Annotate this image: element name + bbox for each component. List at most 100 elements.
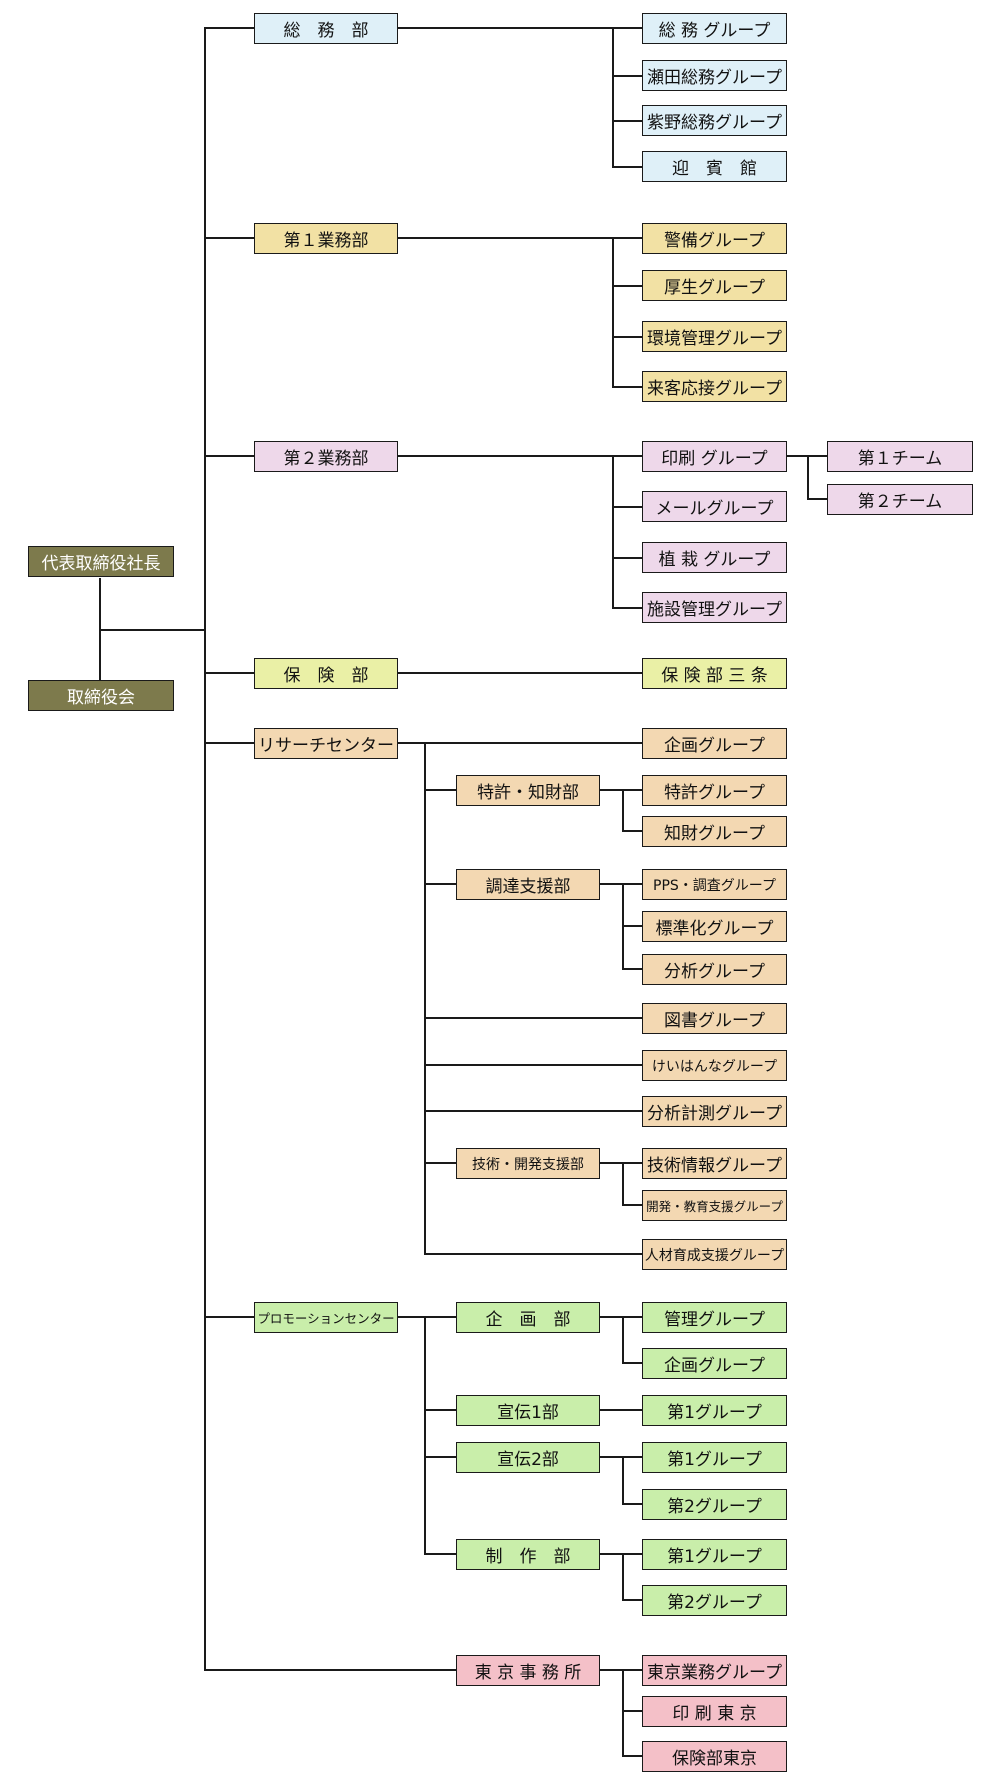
connector	[424, 1409, 456, 1411]
connector	[622, 1599, 642, 1601]
group-pps-chosa: PPS・調査グループ	[642, 869, 787, 900]
dept-gyomu1: 第１業務部	[254, 223, 398, 254]
connector	[398, 672, 642, 674]
connector	[600, 1316, 642, 1318]
dept-gyomu2: 第２業務部	[254, 441, 398, 472]
connector	[424, 1017, 642, 1019]
group-kanri: 管理グループ	[642, 1302, 787, 1333]
connector	[398, 1316, 456, 1318]
connector	[204, 455, 254, 457]
group-insatsu: 印刷 グループ	[642, 441, 787, 472]
connector	[600, 1553, 642, 1555]
dept-research-center: リサーチセンター	[254, 728, 398, 759]
group-hoken-sanjo: 保 険 部 三 条	[642, 658, 787, 689]
dept-seisaku: 制 作 部	[456, 1539, 600, 1570]
connector	[622, 789, 624, 832]
group-mail: メールグループ	[642, 491, 787, 522]
connector	[600, 1456, 642, 1458]
dept-tokkyo-chizai: 特許・知財部	[456, 775, 600, 806]
connector	[622, 1669, 624, 1756]
connector	[612, 557, 642, 559]
connector	[424, 1316, 426, 1554]
connector	[612, 607, 642, 609]
team-2: 第２チーム	[827, 484, 973, 515]
connector	[807, 498, 827, 500]
connector	[398, 237, 642, 239]
connector	[612, 285, 642, 287]
connector	[600, 789, 642, 791]
group-jinzai-ikusei: 人材育成支援グループ	[642, 1239, 787, 1270]
connector	[424, 1456, 456, 1458]
connector	[600, 1669, 642, 1671]
connector	[424, 789, 456, 791]
group-kaihatsu-kyoiku: 開発・教育支援グループ	[642, 1190, 787, 1221]
connector	[622, 1710, 642, 1712]
connector	[204, 1669, 456, 1671]
dept-senden1: 宣伝1部	[456, 1395, 600, 1426]
group-senden2-1: 第1グループ	[642, 1442, 787, 1473]
group-tosho: 図書グループ	[642, 1003, 787, 1034]
connector	[622, 1204, 642, 1206]
connector	[622, 1503, 642, 1505]
connector	[204, 237, 254, 239]
dept-tokyo-office: 東 京 事 務 所	[456, 1655, 600, 1686]
connector	[622, 1553, 624, 1600]
connector	[99, 629, 206, 631]
group-seta-soumu: 瀬田総務グループ	[642, 60, 787, 91]
dept-hoken: 保 険 部	[254, 658, 398, 689]
connector	[424, 1553, 456, 1555]
dept-promotion-center: プロモーションセンター	[254, 1302, 398, 1333]
connector	[398, 742, 642, 744]
connector	[622, 925, 642, 927]
connector	[204, 672, 254, 674]
group-gijutsu-joho: 技術情報グループ	[642, 1148, 787, 1179]
group-seisaku-1: 第1グループ	[642, 1539, 787, 1570]
connector	[612, 75, 642, 77]
group-senden1-1: 第1グループ	[642, 1395, 787, 1426]
connector	[600, 883, 642, 885]
group-raikyaku-oset: 来客応接グループ	[642, 371, 787, 402]
group-soumu: 総 務 グループ	[642, 13, 787, 44]
connector	[622, 1755, 642, 1757]
dept-soumu: 総 務 部	[254, 13, 398, 44]
connector	[424, 1110, 642, 1112]
dept-promo-kikaku: 企 画 部	[456, 1302, 600, 1333]
connector	[398, 455, 642, 457]
group-seisaku-2: 第2グループ	[642, 1585, 787, 1616]
connector	[424, 883, 456, 885]
group-keibi: 警備グループ	[642, 223, 787, 254]
group-bunseki-keisoku: 分析計測グループ	[642, 1096, 787, 1127]
connector	[612, 166, 642, 168]
connector	[622, 830, 642, 832]
dept-senden2: 宣伝2部	[456, 1442, 600, 1473]
group-bunseki: 分析グループ	[642, 954, 787, 985]
group-shisetsu-kanri: 施設管理グループ	[642, 592, 787, 623]
connector	[204, 1316, 254, 1318]
dept-chotatsu-shien: 調達支援部	[456, 869, 600, 900]
group-keihanna: けいはんなグループ	[642, 1050, 787, 1081]
connector	[612, 237, 614, 387]
connector	[424, 1162, 456, 1164]
president-box: 代表取締役社長	[28, 546, 174, 577]
group-chizai: 知財グループ	[642, 816, 787, 847]
connector	[204, 742, 254, 744]
connector	[424, 1064, 642, 1066]
connector	[424, 742, 426, 1254]
dept-gijutsu-kaihatsu: 技術・開発支援部	[456, 1148, 600, 1179]
board-box: 取締役会	[28, 680, 174, 711]
connector	[600, 1409, 642, 1411]
group-promo-kikaku: 企画グループ	[642, 1348, 787, 1379]
connector	[612, 336, 642, 338]
group-tokkyo: 特許グループ	[642, 775, 787, 806]
connector	[622, 968, 642, 970]
connector	[424, 1253, 642, 1255]
group-tokyo-gyomu: 東京業務グループ	[642, 1655, 787, 1686]
connector	[612, 455, 614, 608]
connector	[612, 506, 642, 508]
group-geihinkan: 迎 賓 館	[642, 151, 787, 182]
connector	[398, 27, 642, 29]
group-research-kikaku: 企画グループ	[642, 728, 787, 759]
group-insatsu-tokyo: 印 刷 東 京	[642, 1696, 787, 1727]
group-hyojunka: 標準化グループ	[642, 911, 787, 942]
